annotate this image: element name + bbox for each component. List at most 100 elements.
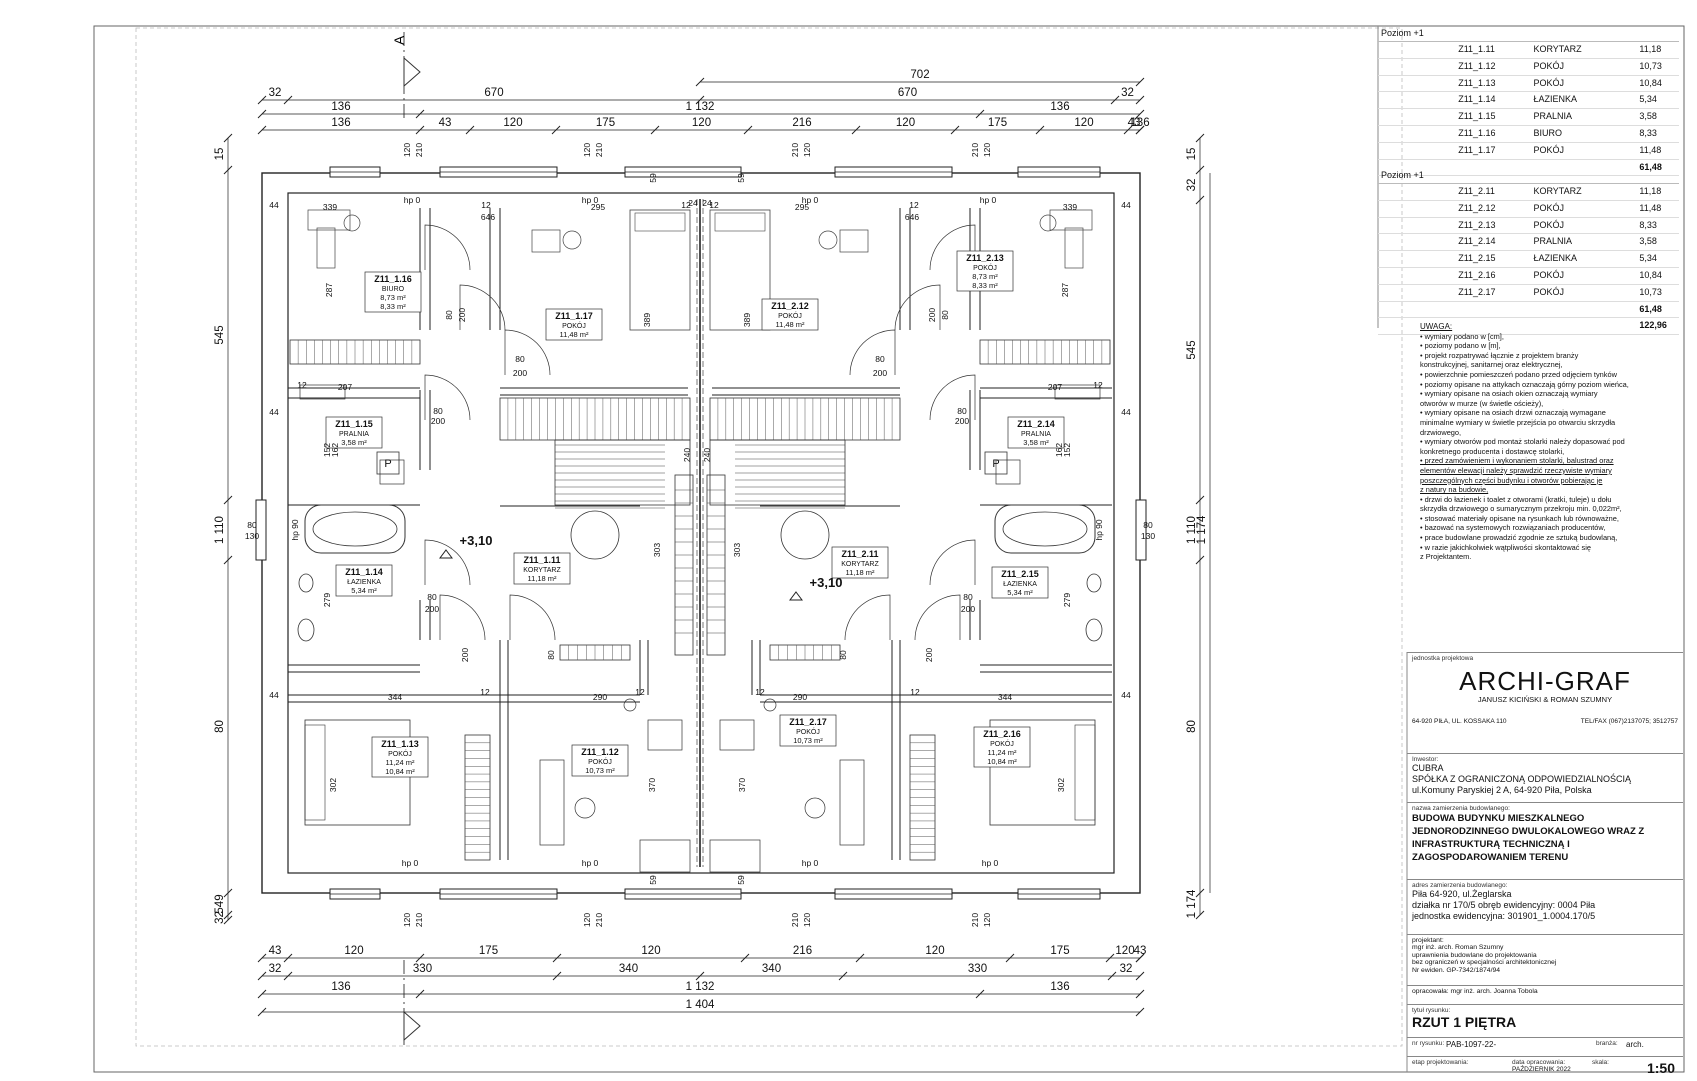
dim-label: 120 xyxy=(1115,945,1134,957)
room-label-box xyxy=(1007,416,1065,449)
door-swing xyxy=(504,329,551,376)
table-header: Poziom +1 xyxy=(1378,168,1679,184)
boiler xyxy=(379,459,405,485)
room-area: 10,73 m² xyxy=(793,736,823,745)
note-line: minimalne wymiary w świetle przejścia po… xyxy=(1420,417,1616,427)
dim-label: 702 xyxy=(910,69,929,81)
room-id: Z11_2.12 xyxy=(1458,202,1496,213)
dim-tick xyxy=(283,95,293,105)
dim-label: 210 xyxy=(790,913,800,927)
room-name: ŁAZIENKA xyxy=(1533,253,1577,264)
dim-label: 646 xyxy=(481,212,495,222)
dim-label: 136 xyxy=(1130,117,1149,129)
dim-label: 43 xyxy=(269,945,282,957)
designer-licence-2: bez ograniczeń w specjalności architekto… xyxy=(1412,959,1557,967)
dim-tick xyxy=(283,953,293,963)
door-swing xyxy=(929,224,976,271)
dim-tick xyxy=(1135,1007,1145,1017)
dim-tick xyxy=(257,971,267,981)
dim-label: 210 xyxy=(594,913,604,927)
dim-label: 80 xyxy=(214,720,226,733)
chair xyxy=(1039,214,1057,232)
room-area: 10,73 xyxy=(1639,60,1662,71)
desk xyxy=(307,209,351,231)
dim-label: hp 0 xyxy=(980,195,997,205)
level-mark: +3,10 xyxy=(810,575,843,590)
table-header: Poziom +1 xyxy=(1378,26,1679,42)
dim-tick xyxy=(1195,495,1205,505)
dim-label: 120 xyxy=(802,913,812,927)
dim-label: 162 xyxy=(1054,443,1064,457)
room-name: KORYTARZ xyxy=(1533,44,1582,54)
dim-tick xyxy=(223,133,233,143)
dim-label: 175 xyxy=(596,117,615,129)
dim-tick xyxy=(223,888,233,898)
dim-label: 120 xyxy=(402,913,412,927)
stair-run xyxy=(706,474,726,656)
dim-label: 12 xyxy=(910,687,920,697)
dim-label: 80 xyxy=(247,520,257,530)
dim-tick xyxy=(1123,125,1133,135)
investor-company: SPÓŁKA Z OGRANICZONĄ ODPOWIEDZIALNOŚCIĄ xyxy=(1412,774,1632,784)
room-name: POKÓJ xyxy=(973,263,997,272)
dim-label: 210 xyxy=(790,143,800,157)
dim-tick xyxy=(1135,109,1145,119)
dim-label: 545 xyxy=(214,325,226,344)
level-arrow xyxy=(439,549,453,559)
armchair xyxy=(647,719,683,751)
dim-label: 344 xyxy=(388,692,402,702)
dim-tick xyxy=(415,989,425,999)
room-id: Z11_2.16 xyxy=(1458,269,1496,280)
room-id: Z11_1.14 xyxy=(345,567,383,577)
site-line-3: jednostka ewidencyjna: 301901_1.0004.170… xyxy=(1412,911,1596,921)
dim-label: 80 xyxy=(875,354,885,364)
dim-tick xyxy=(1135,125,1145,135)
dim-label: 32 xyxy=(269,963,282,975)
project-line-1: BUDOWA BUDYNKU MIESZKALNEGO xyxy=(1412,813,1585,824)
dim-label: 120 xyxy=(925,945,944,957)
room-name: PRALNIA xyxy=(339,431,369,438)
p-symbol: P xyxy=(992,458,999,470)
drawing-number: PAB-1097-22- xyxy=(1446,1040,1497,1049)
dim-label: 389 xyxy=(742,313,752,327)
dim-label: 44 xyxy=(1121,200,1131,210)
room-name: PRALNIA xyxy=(1533,236,1572,247)
project-line-4: ZAGOSPODAROWANIEM TERENU xyxy=(1412,852,1569,863)
room-name: POKÓJ xyxy=(1533,60,1564,71)
door-swing xyxy=(424,374,471,421)
chair xyxy=(804,797,826,819)
dim-label: 207 xyxy=(1048,382,1062,392)
bathtub-inner xyxy=(312,511,398,547)
dim-label: 80 xyxy=(838,650,848,660)
room-label-box xyxy=(973,726,1031,768)
dim-label: 59 xyxy=(736,875,746,885)
room-id: Z11_2.17 xyxy=(789,717,827,727)
designer-name: mgr inż. arch. Roman Szumny xyxy=(1412,944,1504,952)
dim-label: 200 xyxy=(425,604,439,614)
dim-label: 240 xyxy=(682,448,692,462)
svg-text:A: A xyxy=(391,35,407,45)
washbasin xyxy=(298,573,314,593)
dim-label: 120 xyxy=(896,117,915,129)
dim-label: 12 xyxy=(681,200,691,210)
dim-label: 279 xyxy=(1062,593,1072,607)
room-name: POKÓJ xyxy=(1533,144,1564,155)
dim-label: 120 xyxy=(402,143,412,157)
dim-tick xyxy=(1135,953,1145,963)
dim-label: 80 xyxy=(1186,720,1198,733)
room-name: POKÓJ xyxy=(990,739,1014,748)
room-area: 10,73 xyxy=(1639,286,1662,297)
note-line: • prace budowlane prowadzić zgodnie ze s… xyxy=(1420,533,1618,543)
room-id: Z11_2.14 xyxy=(1017,419,1055,429)
room-area: 11,48 m² xyxy=(775,320,805,329)
room-area: 10,84 xyxy=(1639,269,1662,280)
dim-tick xyxy=(975,109,985,119)
bathtub xyxy=(994,504,1096,554)
